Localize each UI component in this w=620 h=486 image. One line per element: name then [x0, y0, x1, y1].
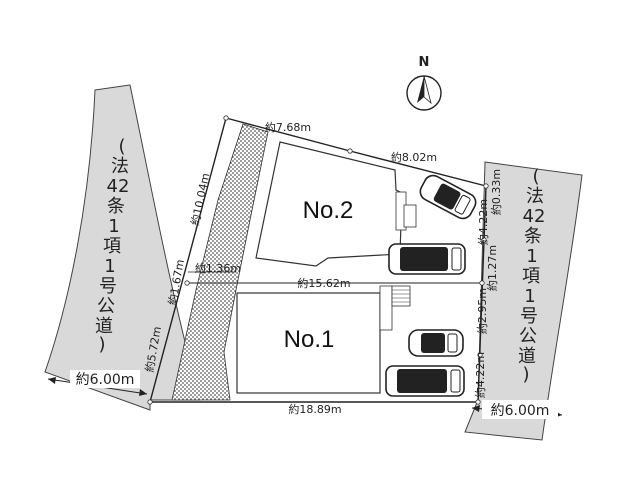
right-road-char: 1: [524, 286, 535, 307]
left-road-width: 約6.00m: [47, 370, 148, 396]
dim-right-top: 約0.33m: [489, 169, 503, 215]
left-road-char: ): [98, 334, 105, 355]
left-road-char: (: [118, 136, 125, 157]
right-road-char: 項: [522, 266, 540, 287]
left-road-area: [44, 84, 201, 411]
hatched-passage: [171, 123, 269, 401]
left-road-char: 公: [97, 296, 115, 317]
car-icon-no2-small: [419, 174, 477, 220]
left-road-width-label: 約6.00m: [76, 372, 135, 388]
right-road-char: (: [532, 166, 539, 187]
dim-right-mid2: 約2.95m: [475, 288, 489, 334]
dim-middle-line: 約15.62m: [297, 276, 350, 290]
left-road-char: 1: [104, 256, 115, 277]
right-road-char: 法: [526, 186, 544, 207]
right-road-char: 42: [523, 206, 546, 227]
left-road-char: 条: [107, 196, 125, 217]
dim-right-lower: 約4.22m: [473, 352, 487, 398]
dim-right-upper: 約4.22m: [476, 199, 490, 245]
left-road-char: 法: [111, 156, 129, 177]
dim-left-upper: 約10.04m: [188, 172, 213, 227]
dim-bottom: 約18.89m: [288, 402, 341, 416]
building-no1: [236, 292, 381, 394]
dim-top-east: 約8.02m: [391, 150, 437, 164]
lot-no2-label: No.2: [303, 197, 354, 224]
right-road-char: ): [522, 364, 529, 385]
right-road-char: 号: [520, 306, 538, 327]
left-road-char: 42: [107, 176, 130, 197]
left-road-char: 号: [99, 276, 117, 297]
dim-passage: 約1.36m: [195, 261, 241, 275]
left-road-char: 道: [95, 316, 113, 337]
right-road-width-label: 約6.00m: [491, 403, 550, 419]
no1-entrance-steps: [379, 285, 393, 331]
dim-top-north: 約7.68m: [265, 120, 311, 134]
lot-no1-label: No.1: [284, 326, 335, 353]
right-road-width: 約6.00m: [471, 400, 563, 419]
boundary-markers: [147, 115, 489, 405]
left-road-char: 1: [108, 216, 119, 237]
no1-porch: [391, 285, 411, 307]
dim-right-mid: 約1.27m: [485, 245, 499, 291]
car-icon-no1-van: [385, 365, 465, 397]
no2-porch: [403, 204, 417, 228]
car-icon-no1-small: [408, 329, 464, 357]
left-road-char: 項: [103, 236, 121, 257]
site-west-boundary: [149, 117, 227, 403]
right-road-char: 条: [524, 226, 542, 247]
north-label: N: [419, 55, 430, 70]
right-road-char: 公: [519, 326, 537, 347]
north-compass-icon: N: [406, 55, 442, 111]
left-road-label: ( 法 42 条 1 項 1 号 公 道 ): [95, 136, 129, 355]
right-road-label: ( 法 42 条 1 項 1 号 公 道 ): [518, 166, 545, 385]
right-road-char: 1: [526, 246, 537, 267]
right-road-char: 道: [518, 346, 536, 367]
car-icon-no2-van: [388, 243, 466, 275]
